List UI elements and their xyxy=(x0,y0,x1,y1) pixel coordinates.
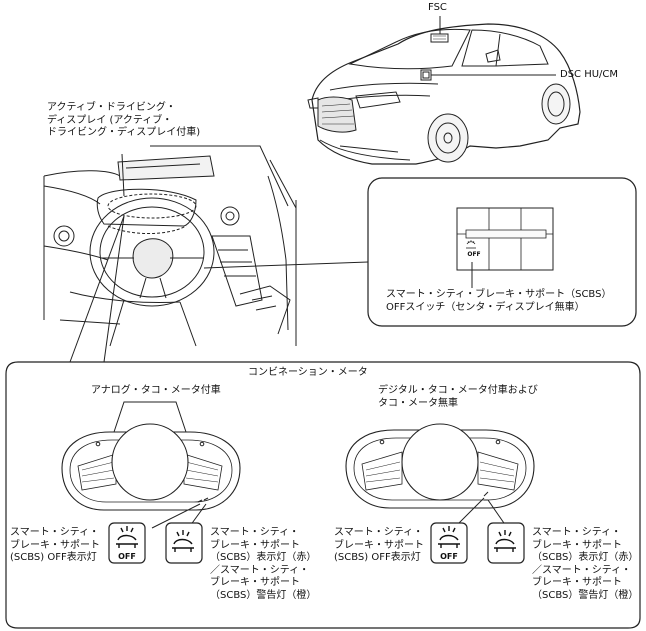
fsc-label: FSC xyxy=(428,2,447,15)
off-switch-text: OFF xyxy=(467,251,480,258)
scbs-off-lamp-label-left: スマート・シティ・ ブレーキ・サポート (SCBS) OFF表示灯 xyxy=(10,527,100,565)
analog-meter-cluster xyxy=(62,402,240,510)
digital-meter-title: デジタル・タコ・メータ付車および タコ・メータ無車 xyxy=(378,385,538,410)
active-driving-display-label: アクティブ・ドライビング・ ディスプレイ (アクティブ・ ドライビング・ディスプ… xyxy=(47,102,200,140)
scbs-indicator-label-right: スマート・シティ・ ブレーキ・サポート （SCBS）表示灯（赤） ／スマート・シ… xyxy=(532,527,638,602)
scbs-switch-label: スマート・シティ・ブレーキ・サポート（SCBS） OFFスイッチ（センタ・ディス… xyxy=(386,289,611,314)
analog-meter-title: アナログ・タコ・メータ付車 xyxy=(91,385,221,398)
scbs-off-switch-icon xyxy=(466,240,476,248)
scbs-off-lamp-label-right: スマート・シティ・ ブレーキ・サポート (SCBS) OFF表示灯 xyxy=(334,527,424,565)
combination-meter-title: コンビネーション・メータ xyxy=(248,367,368,380)
digital-meter-cluster xyxy=(346,424,534,508)
off-icon-text-right: OFF xyxy=(440,552,458,561)
scbs-indicator-label-left: スマート・シティ・ ブレーキ・サポート （SCBS）表示灯（赤） ／スマート・シ… xyxy=(210,527,316,602)
off-icon-text-left: OFF xyxy=(118,552,136,561)
car-illustration xyxy=(308,16,580,164)
scbs-indicator-icon-left xyxy=(166,523,202,563)
scbs-indicator-icon-right xyxy=(488,523,524,563)
dsc-label: DSC HU/CM xyxy=(560,69,618,82)
cabin-illustration xyxy=(44,146,296,346)
